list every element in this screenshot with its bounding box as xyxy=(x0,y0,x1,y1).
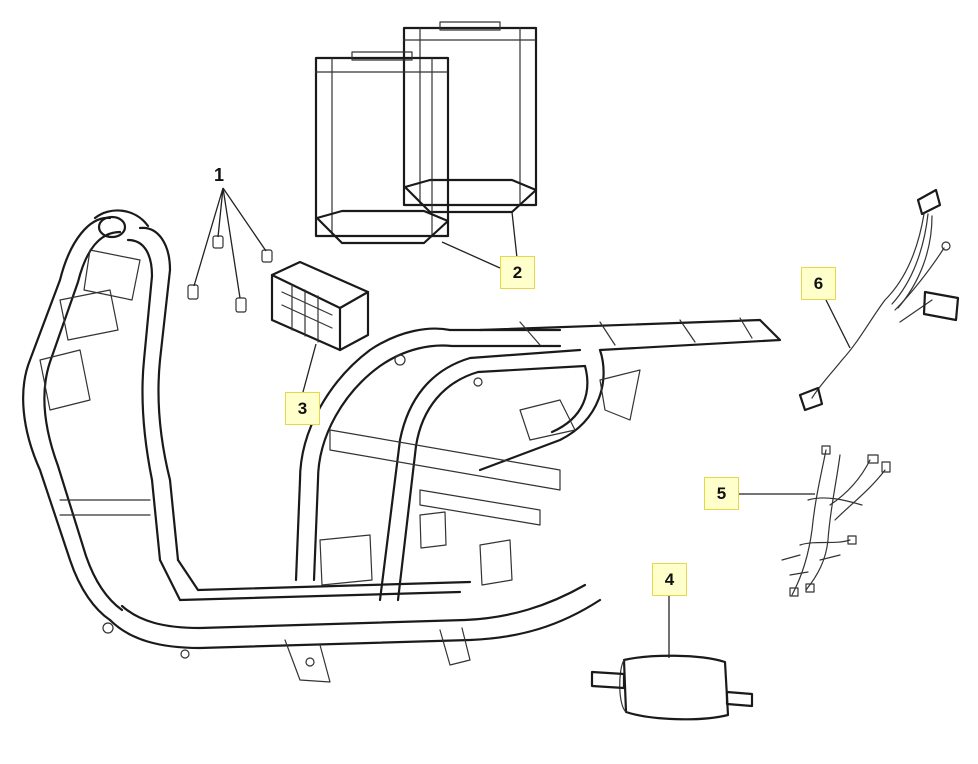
callout-2-label: 2 xyxy=(512,262,523,282)
callout-4-label: 4 xyxy=(664,569,675,589)
inline-component-part xyxy=(590,654,754,721)
callout-6-label: 6 xyxy=(813,273,824,293)
sub-harness-part xyxy=(798,188,960,412)
battery-boxes-part xyxy=(314,21,538,245)
wiring-harness-part xyxy=(781,445,891,597)
leader-lines xyxy=(193,187,851,658)
callout-5-box: 5 xyxy=(704,477,739,510)
callout-3-box: 3 xyxy=(285,392,320,425)
vehicle-frame xyxy=(22,209,782,683)
callout-6-box: 6 xyxy=(801,267,836,300)
callout-3-label: 3 xyxy=(297,398,308,418)
callout-2-box: 2 xyxy=(500,256,535,289)
callout-4-box: 4 xyxy=(652,563,687,596)
callout-5-label: 5 xyxy=(716,483,727,503)
callout-1-label: 1 xyxy=(214,165,225,185)
bolts-part xyxy=(187,235,273,313)
fuse-box-part xyxy=(270,260,370,352)
